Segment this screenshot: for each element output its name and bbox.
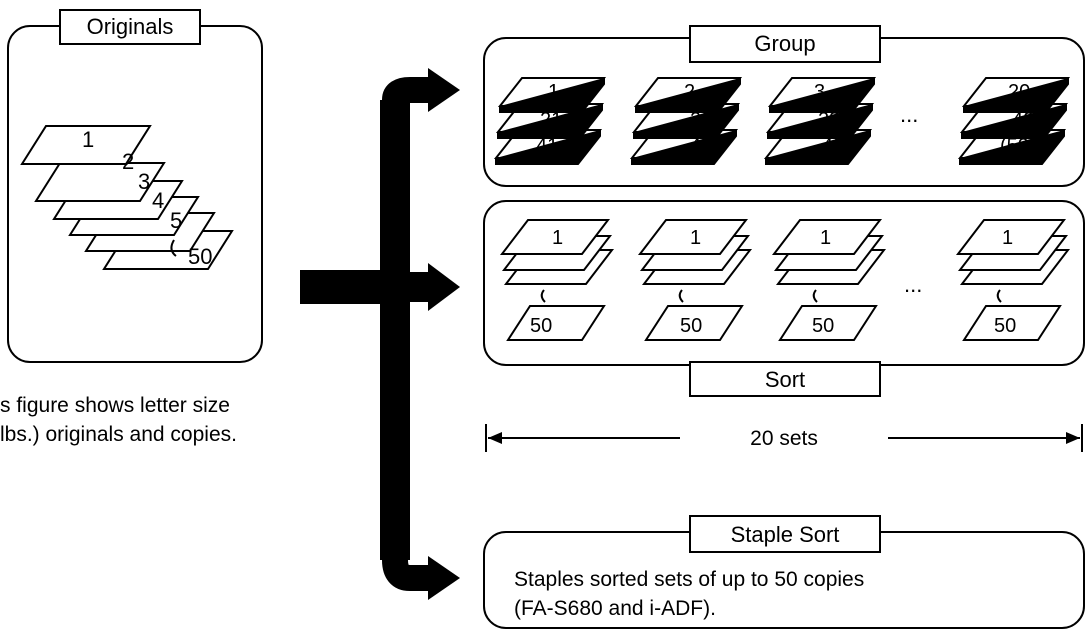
- group-stack-1-top: 1: [548, 81, 559, 103]
- staple-sort-title: Staple Sort: [731, 522, 840, 547]
- group-stack-3-bottom: 43: [822, 135, 844, 157]
- arrow-to-group: [428, 68, 460, 112]
- staple-sort-line1: Staples sorted sets of up to 50 copies: [514, 568, 864, 591]
- group-ellipsis: ...: [900, 102, 918, 127]
- sort-panel: Sort 1 50 1 50: [483, 200, 1085, 397]
- sort-stack-1-top: 1: [552, 227, 563, 249]
- group-stack-1-bottom: 41: [536, 135, 558, 157]
- branch-arrow: [300, 68, 460, 600]
- group-stack-2: 2 22 42: [629, 77, 743, 165]
- sort-stack-3-bottom: 50: [812, 315, 834, 337]
- originals-title-box: [59, 9, 201, 45]
- sort-title-box: [689, 361, 881, 397]
- sort-stack-2-bottom: 50: [680, 315, 702, 337]
- group-stack-4-top: 20: [1008, 81, 1030, 103]
- group-title: Group: [754, 31, 815, 56]
- original-page-50: 50: [188, 244, 212, 269]
- sort-stack-2-top: 1: [690, 227, 701, 249]
- group-stack-3-mid: 23: [818, 109, 840, 131]
- original-page-3: 3: [138, 169, 150, 194]
- sets-label: 20 sets: [750, 427, 818, 450]
- originals-title: Originals: [87, 14, 174, 39]
- original-gap-mark: [170, 239, 177, 257]
- group-stack-1-mid: 21: [540, 109, 562, 131]
- group-stack-4: 20 40 (50): [957, 77, 1071, 165]
- group-stack-2-mid: 22: [690, 109, 712, 131]
- original-page-5: 5: [170, 208, 182, 233]
- sort-stack-1: 1 50: [499, 219, 615, 341]
- staple-sort-line2: (FA-S680 and i-ADF).: [514, 597, 716, 620]
- sort-stack-4-top: 1: [1002, 227, 1013, 249]
- group-stack-4-mid: 40: [1012, 109, 1034, 131]
- sort-stack-3: 1 50: [771, 219, 887, 341]
- sort-stack-2: 1 50: [637, 219, 753, 341]
- group-title-box: [689, 25, 881, 63]
- group-stack-1: 1 21 41: [493, 77, 607, 165]
- branch-spine: [380, 100, 410, 560]
- original-pages: [20, 125, 234, 270]
- group-stack-2-top: 2: [684, 81, 695, 103]
- arrow-to-staple-sort: [428, 556, 460, 600]
- original-page-2: 2: [122, 149, 134, 174]
- branch-bottom-curve: [382, 559, 440, 591]
- sort-stack-3-top: 1: [820, 227, 831, 249]
- arrow-to-sort: [428, 263, 460, 311]
- sort-stack-4: 1 50: [955, 219, 1071, 341]
- group-stack-2-bottom: 42: [690, 135, 712, 157]
- group-stack-4-bottom: (50): [1000, 135, 1036, 157]
- original-page-4: 4: [152, 188, 164, 213]
- staple-sort-panel: Staple Sort Staples sorted sets of up to…: [483, 515, 1085, 629]
- originals-panel: Originals 1 2 3 4 5 50 s figure shows le…: [0, 9, 263, 446]
- group-stack-3: 3 23 43: [763, 77, 877, 165]
- sort-ellipsis: ...: [904, 272, 922, 297]
- sort-stack-4-bottom: 50: [994, 315, 1016, 337]
- sets-dimension: 20 sets: [485, 424, 1083, 452]
- sort-stack-1-bottom: 50: [530, 315, 552, 337]
- group-stack-3-top: 3: [814, 81, 825, 103]
- staple-sort-title-box: [689, 515, 881, 553]
- originals-caption-line1: s figure shows letter size: [0, 394, 230, 417]
- sort-title: Sort: [765, 367, 805, 392]
- originals-caption-line2: lbs.) originals and copies.: [0, 423, 237, 446]
- group-panel: Group 1 21 41 2 22 42: [483, 25, 1085, 187]
- branch-top-curve: [382, 77, 440, 105]
- original-page-1: 1: [82, 127, 94, 152]
